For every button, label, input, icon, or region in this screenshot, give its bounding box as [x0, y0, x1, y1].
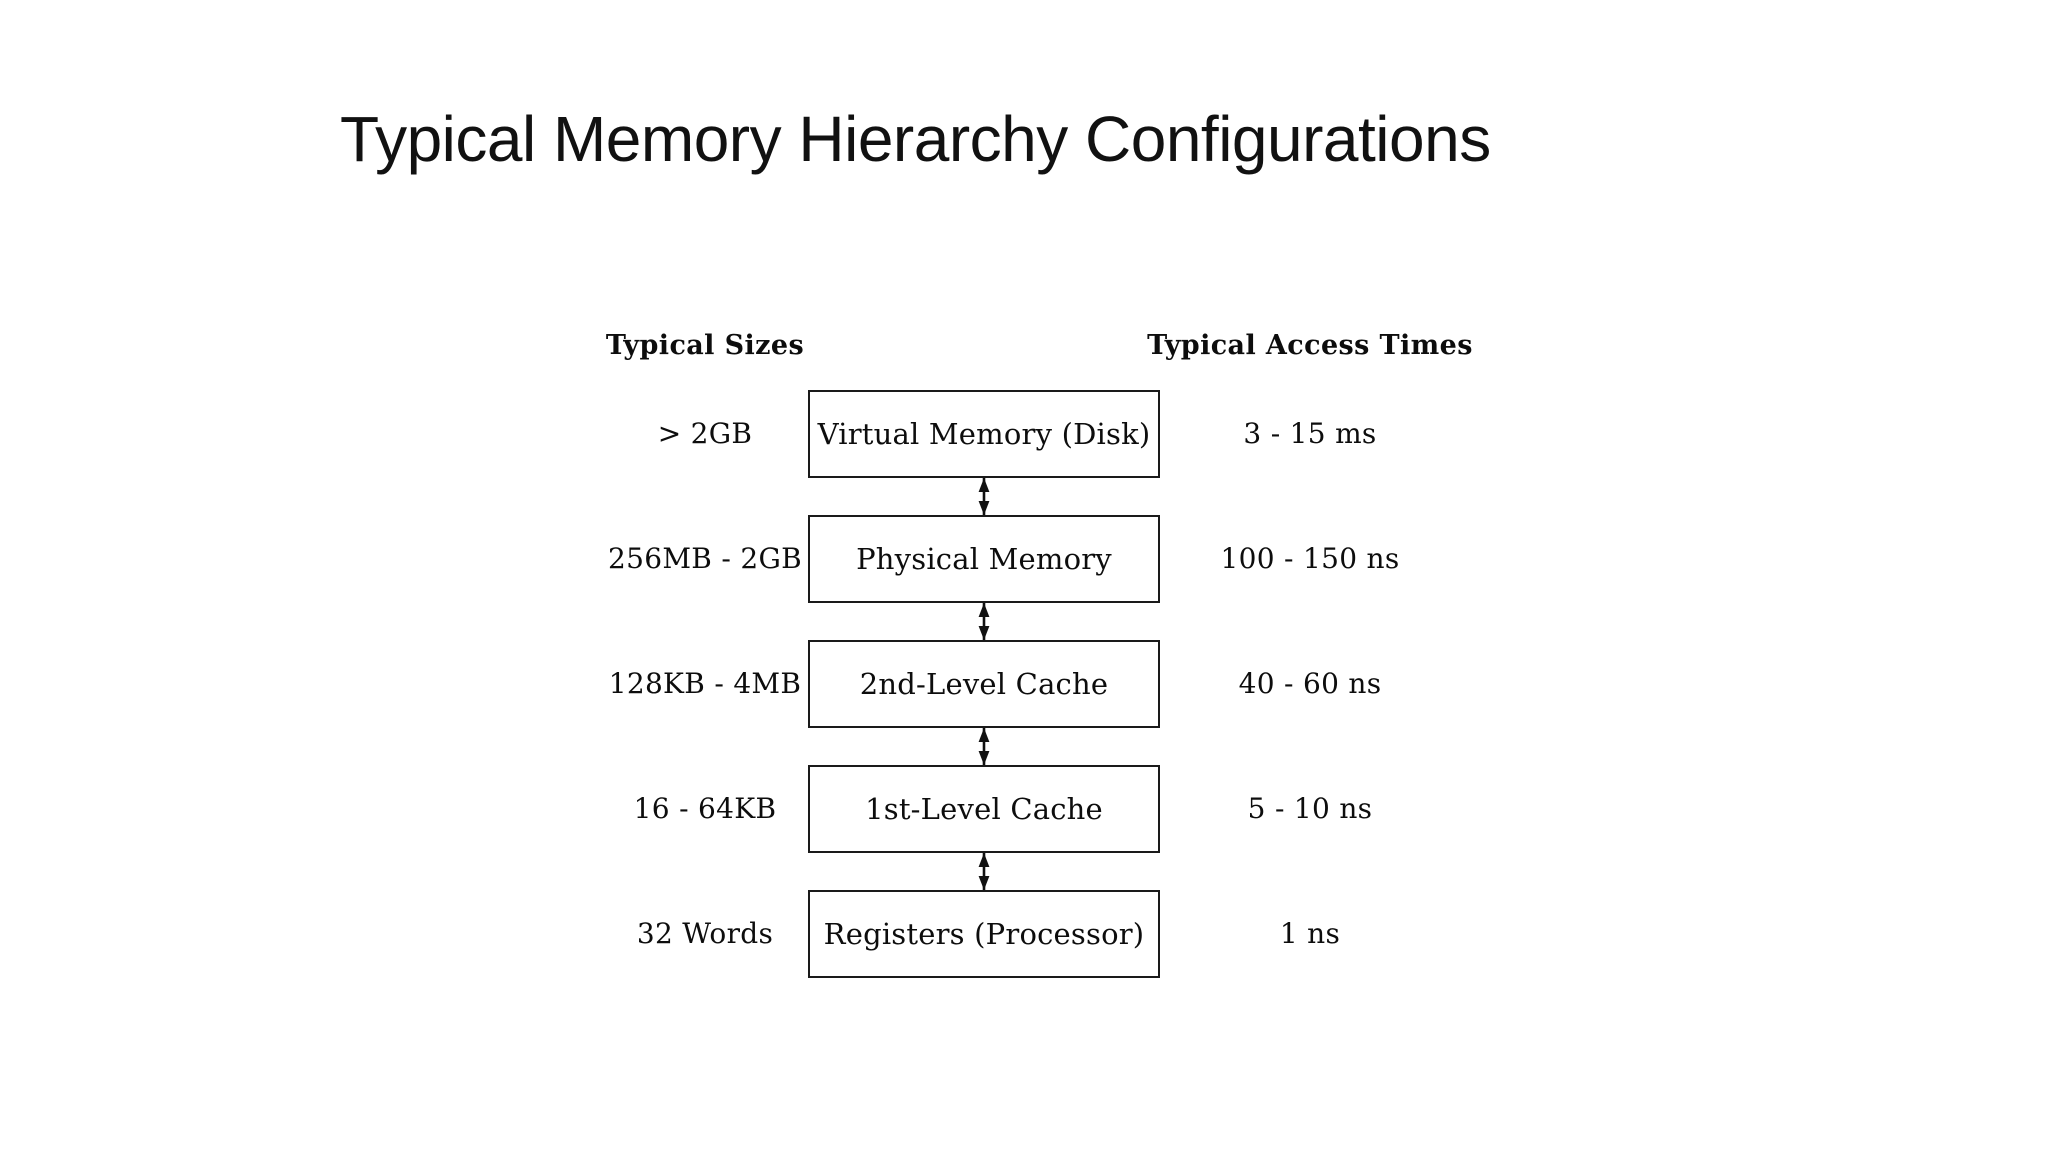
- access-time-label: 100 - 150 ns: [1220, 542, 1400, 575]
- access-time-label: 5 - 10 ns: [1247, 792, 1373, 825]
- memory-level-name: Virtual Memory (Disk): [817, 417, 1151, 451]
- memory-level-name: Physical Memory: [856, 542, 1112, 576]
- size-label: 256MB - 2GB: [607, 542, 802, 575]
- size-label: 16 - 64KB: [633, 792, 777, 825]
- memory-level-box[interactable]: Registers (Processor): [808, 890, 1160, 978]
- memory-hierarchy-diagram: Typical Sizes Typical Access Times > 2GB…: [560, 330, 1520, 1010]
- memory-level-name: 1st-Level Cache: [865, 792, 1103, 826]
- double-arrow-vertical-icon: [974, 603, 994, 640]
- hierarchy-row: > 2GB Virtual Memory (Disk) 3 - 15 ms: [560, 390, 1520, 478]
- hierarchy-rows: > 2GB Virtual Memory (Disk) 3 - 15 ms 25…: [560, 390, 1520, 1010]
- memory-level-box[interactable]: Virtual Memory (Disk): [808, 390, 1160, 478]
- access-time-label: 3 - 15 ms: [1243, 417, 1377, 450]
- hierarchy-row: 32 Words Registers (Processor) 1 ns: [560, 890, 1520, 978]
- hierarchy-row: 128KB - 4MB 2nd-Level Cache 40 - 60 ns: [560, 640, 1520, 728]
- size-label: 128KB - 4MB: [608, 667, 802, 700]
- double-arrow-vertical-icon: [974, 478, 994, 515]
- memory-level-box[interactable]: 2nd-Level Cache: [808, 640, 1160, 728]
- access-time-label: 1 ns: [1279, 917, 1341, 950]
- hierarchy-row: 256MB - 2GB Physical Memory 100 - 150 ns: [560, 515, 1520, 603]
- page-title: Typical Memory Hierarchy Configurations: [340, 102, 1491, 175]
- double-arrow-vertical-icon: [974, 728, 994, 765]
- hierarchy-row: 16 - 64KB 1st-Level Cache 5 - 10 ns: [560, 765, 1520, 853]
- memory-level-name: 2nd-Level Cache: [859, 667, 1109, 701]
- memory-level-name: Registers (Processor): [823, 917, 1145, 951]
- column-header-typical-sizes: Typical Sizes: [605, 330, 805, 361]
- size-label: > 2GB: [657, 417, 753, 450]
- double-arrow-vertical-icon: [974, 853, 994, 890]
- column-header-typical-access-times: Typical Access Times: [1147, 330, 1473, 361]
- memory-level-box[interactable]: 1st-Level Cache: [808, 765, 1160, 853]
- size-label: 32 Words: [636, 917, 774, 950]
- access-time-label: 40 - 60 ns: [1238, 667, 1382, 700]
- memory-level-box[interactable]: Physical Memory: [808, 515, 1160, 603]
